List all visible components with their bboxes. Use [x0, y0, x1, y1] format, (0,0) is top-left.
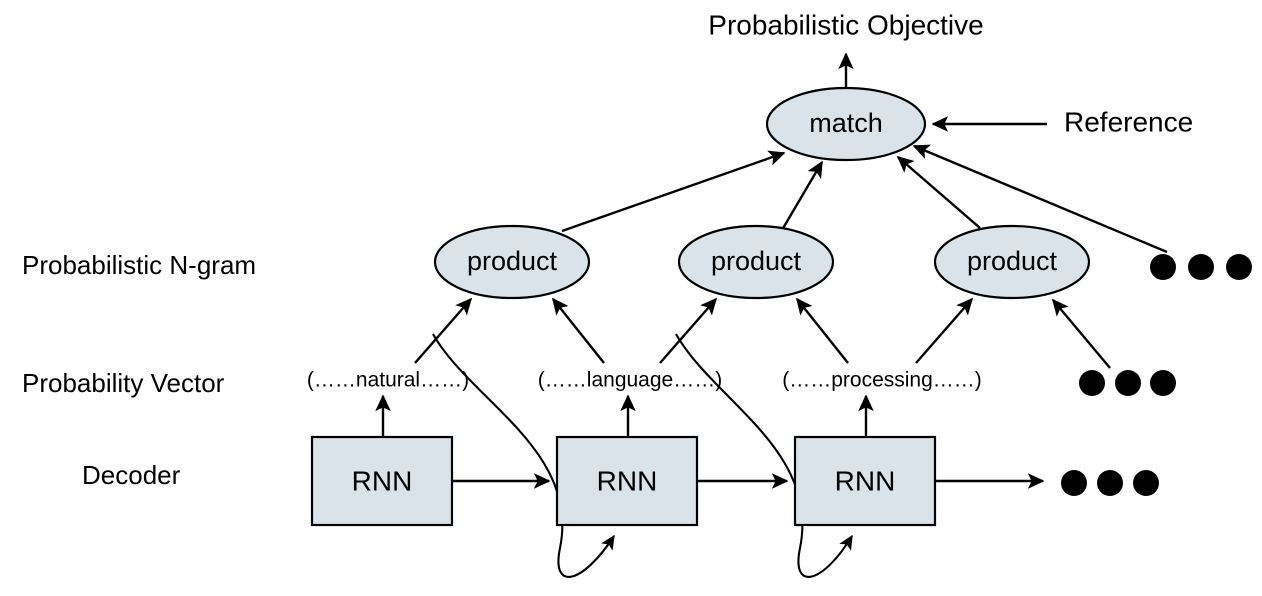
rnn-box-3[interactable]	[793, 435, 937, 527]
ellipsis-dot	[1150, 370, 1176, 396]
product-ellipse-3[interactable]	[933, 224, 1091, 300]
probability-vector-3: (……processing……)	[782, 369, 982, 392]
product-ellipse-2-label: product	[711, 246, 802, 276]
row-label-decoder: Decoder	[82, 460, 181, 490]
edge-product3-to-match	[896, 155, 981, 229]
ellipsis-dot	[1150, 254, 1176, 280]
edge-vector2-to-product1	[552, 297, 605, 364]
ellipsis-dot	[1079, 370, 1105, 396]
page-title: Probabilistic Objective	[708, 9, 983, 40]
decoder-node-1[interactable]: RNN	[310, 435, 454, 527]
product-ellipse-3-label: product	[967, 246, 1058, 276]
edge-vector3-to-product2	[796, 297, 849, 364]
match-ellipse[interactable]	[765, 86, 927, 162]
rnn-box-3-label: RNN	[835, 465, 896, 496]
ellipsis-dot	[1188, 254, 1214, 280]
product-ellipse-2[interactable]	[677, 224, 835, 300]
ellipsis-dots-ngram-row	[1150, 254, 1252, 280]
match-node[interactable]: match	[765, 86, 927, 162]
decoder-node-3[interactable]: RNN	[793, 435, 937, 527]
edge-vector1-to-product1	[414, 297, 473, 364]
product-node-1[interactable]: product	[433, 224, 591, 300]
edge-product1-to-match	[561, 150, 786, 233]
ellipsis-dot	[1133, 470, 1159, 496]
edge-dots-to-product3	[1051, 298, 1111, 369]
edge-product2-to-match	[780, 160, 824, 231]
product-node-2[interactable]: product	[677, 224, 835, 300]
match-ellipse-label: match	[809, 108, 883, 138]
product-ellipse-1-label: product	[467, 246, 558, 276]
ellipsis-dot	[1097, 470, 1123, 496]
ellipsis-dot	[1061, 470, 1087, 496]
product-ellipse-1[interactable]	[433, 224, 591, 300]
decoder-node-2[interactable]: RNN	[555, 435, 699, 527]
rnn-box-1[interactable]	[310, 435, 454, 527]
rnn-box-2[interactable]	[555, 435, 699, 527]
reference-label: Reference	[1064, 106, 1193, 137]
edge-dots-to-match	[912, 144, 1168, 254]
row-label-probabilistic-ngram: Probabilistic N-gram	[22, 250, 256, 280]
ellipsis-dot	[1115, 370, 1141, 396]
product-node-3[interactable]: product	[933, 224, 1091, 300]
edge-vector2-to-product2	[659, 297, 718, 364]
ellipsis-dots-decoder-row	[1061, 470, 1159, 496]
ellipsis-dot	[1226, 254, 1252, 280]
ellipsis-dots-vector-row	[1079, 370, 1176, 396]
row-label-probability-vector: Probability Vector	[22, 368, 225, 398]
probability-vector-2: (……language……)	[538, 369, 722, 392]
edge-vector3-to-product3	[915, 297, 974, 364]
rnn-box-2-label: RNN	[597, 465, 658, 496]
probability-vector-1: (……natural……)	[307, 369, 469, 392]
rnn-box-1-label: RNN	[352, 465, 413, 496]
